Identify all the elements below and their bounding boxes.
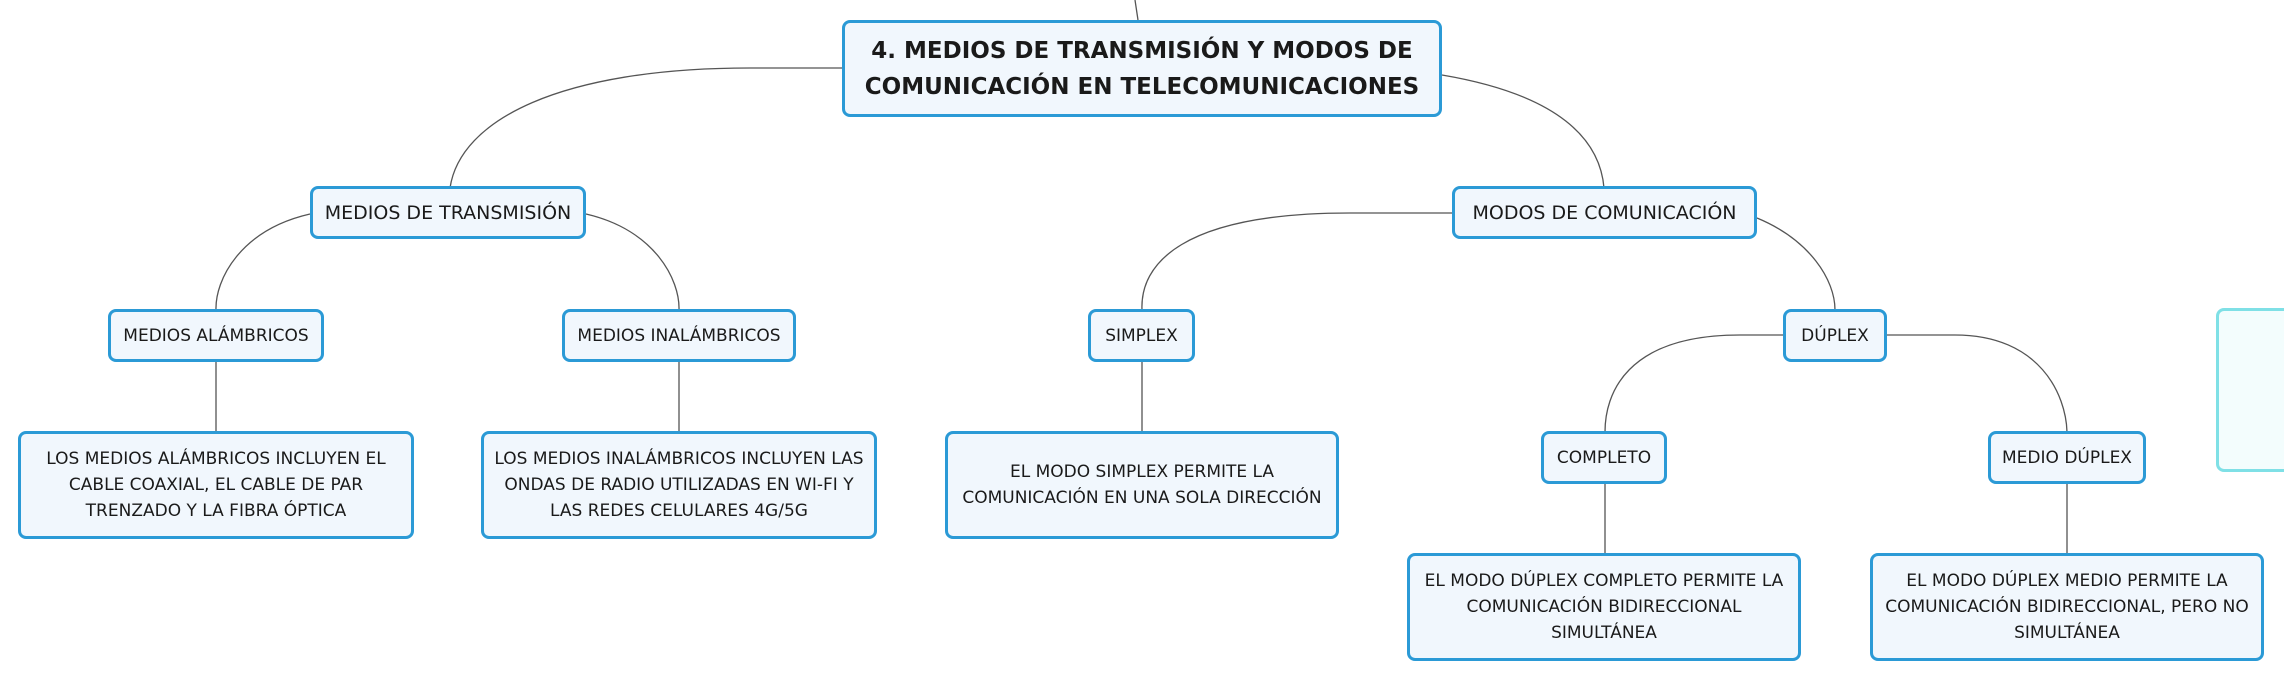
half-duplex-detail[interactable]: EL MODO DÚPLEX MEDIO PERMITE LA COMUNICA… — [1870, 553, 2264, 661]
simplex-detail[interactable]: EL MODO SIMPLEX PERMITE LA COMUNICACIÓN … — [945, 431, 1339, 539]
wired-media-detail-text: LOS MEDIOS ALÁMBRICOS INCLUYEN EL CABLE … — [46, 449, 386, 521]
half-duplex-detail-text: EL MODO DÚPLEX MEDIO PERMITE LA COMUNICA… — [1885, 571, 2249, 643]
connector-root-modes — [1441, 74, 1605, 189]
root-topic[interactable]: 4. MEDIOS DE TRANSMISIÓN Y MODOS DE COMU… — [842, 20, 1442, 117]
offscreen-side-node[interactable] — [2216, 308, 2284, 472]
wired-media-label: MEDIOS ALÁMBRICOS — [123, 325, 309, 346]
connector-root-up — [1134, 0, 1139, 21]
duplex-node[interactable]: DÚPLEX — [1783, 309, 1887, 362]
connector-transmission-wired — [215, 213, 311, 311]
wireless-media-node[interactable]: MEDIOS INALÁMBRICOS — [562, 309, 796, 362]
half-duplex-label: MEDIO DÚPLEX — [2002, 447, 2132, 468]
root-topic-label: 4. MEDIOS DE TRANSMISIÓN Y MODOS DE COMU… — [864, 37, 1420, 100]
simplex-node[interactable]: SIMPLEX — [1088, 309, 1195, 362]
full-duplex-node[interactable]: COMPLETO — [1541, 431, 1667, 484]
wired-media-node[interactable]: MEDIOS ALÁMBRICOS — [108, 309, 324, 362]
full-duplex-label: COMPLETO — [1556, 447, 1652, 468]
transmission-media-node[interactable]: MEDIOS DE TRANSMISIÓN — [310, 186, 586, 239]
communication-modes-node[interactable]: MODOS DE COMUNICACIÓN — [1452, 186, 1757, 239]
wireless-media-detail-text: LOS MEDIOS INALÁMBRICOS INCLUYEN LAS OND… — [494, 449, 864, 521]
connector-modes-simplex — [1141, 212, 1452, 311]
duplex-label: DÚPLEX — [1801, 325, 1869, 346]
simplex-label: SIMPLEX — [1105, 325, 1178, 346]
connector-duplex-full — [1604, 334, 1783, 433]
communication-modes-label: MODOS DE COMUNICACIÓN — [1472, 201, 1737, 224]
connector-transmission-wireless — [585, 213, 680, 311]
wireless-media-label: MEDIOS INALÁMBRICOS — [577, 325, 781, 346]
wireless-media-detail[interactable]: LOS MEDIOS INALÁMBRICOS INCLUYEN LAS OND… — [481, 431, 877, 539]
half-duplex-node[interactable]: MEDIO DÚPLEX — [1988, 431, 2146, 484]
connector-root-transmission — [449, 67, 842, 189]
wired-media-detail[interactable]: LOS MEDIOS ALÁMBRICOS INCLUYEN EL CABLE … — [18, 431, 414, 539]
simplex-detail-text: EL MODO SIMPLEX PERMITE LA COMUNICACIÓN … — [962, 462, 1322, 508]
full-duplex-detail-text: EL MODO DÚPLEX COMPLETO PERMITE LA COMUN… — [1424, 571, 1784, 643]
full-duplex-detail[interactable]: EL MODO DÚPLEX COMPLETO PERMITE LA COMUN… — [1407, 553, 1801, 661]
connector-modes-duplex — [1756, 217, 1836, 311]
transmission-media-label: MEDIOS DE TRANSMISIÓN — [324, 201, 572, 224]
connector-duplex-half — [1887, 334, 2068, 433]
